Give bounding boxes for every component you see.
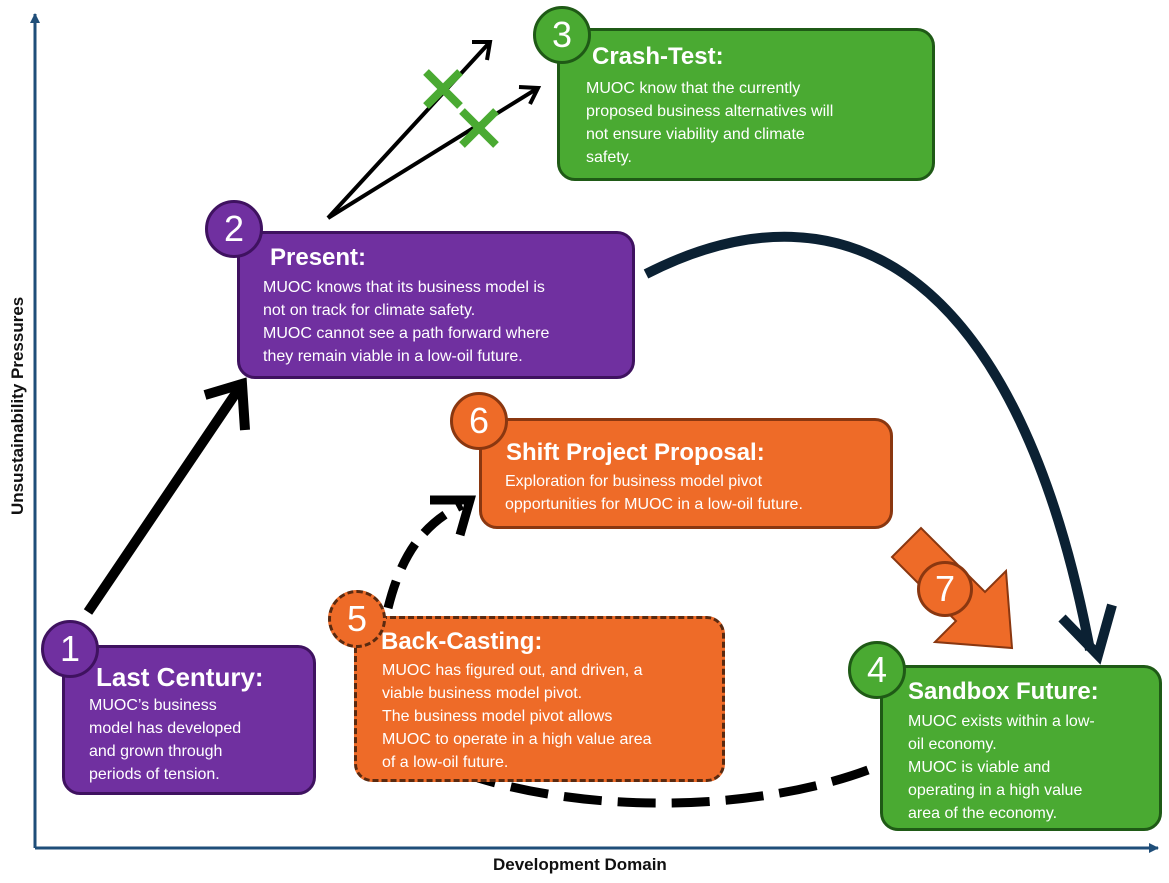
description-line: proposed business alternatives will: [586, 103, 834, 120]
stage-title: Back-Casting:: [381, 628, 543, 655]
description-line: of a low-oil future.: [382, 754, 509, 771]
stage-description: MUOC’s business model has developed and …: [89, 694, 241, 786]
description-line: MUOC knows that its business model is: [263, 279, 545, 296]
arrow-present-to-sandbox-future: [643, 231, 1117, 665]
description-line: not ensure viability and climate: [586, 126, 805, 143]
arrow-sandbox-future-to-back-casting: [476, 765, 870, 808]
description-line: not on track for climate safety.: [263, 302, 476, 319]
cross-icon: [423, 69, 463, 109]
description-line: MUOC is viable and: [908, 759, 1051, 776]
stage-description: MUOC exists within a low- oil economy. M…: [908, 710, 1095, 825]
arrow-last-century-to-present: [83, 377, 250, 615]
stage-number-badge: 5: [328, 590, 386, 648]
stage-title: Shift Project Proposal:: [506, 439, 765, 466]
description-line: The business model pivot allows: [382, 708, 613, 725]
arrows-present-to-crash-test: [326, 40, 542, 220]
description-line: MUOC has figured out, and driven, a: [382, 662, 643, 679]
stage-description: MUOC know that the currently proposed bu…: [586, 77, 833, 169]
stage-last-century-box: Last Century: MUOC’s business model has …: [62, 645, 316, 795]
description-line: MUOC’s business: [89, 697, 217, 714]
description-line: model has developed: [89, 720, 242, 737]
description-line: MUOC know that the currently: [586, 80, 801, 97]
stage-description: MUOC knows that its business model is no…: [263, 276, 549, 368]
description-line: viable business model pivot.: [382, 685, 583, 702]
description-line: safety.: [586, 149, 632, 166]
stage-title: Crash-Test:: [592, 43, 724, 70]
description-line: periods of tension.: [89, 766, 220, 783]
cross-icon: [459, 108, 499, 148]
stage-number-badge: 7: [917, 561, 973, 617]
description-line: MUOC exists within a low-: [908, 713, 1095, 730]
stage-number-badge: 1: [41, 620, 99, 678]
stage-back-casting-box: Back-Casting: MUOC has figured out, and …: [354, 616, 725, 782]
stage-number-badge: 4: [848, 641, 906, 699]
stage-number-badge: 2: [205, 200, 263, 258]
description-line: MUOC cannot see a path forward where: [263, 325, 550, 342]
description-line: opportunities for MUOC in a low-oil futu…: [505, 496, 803, 513]
description-line: area of the economy.: [908, 805, 1058, 822]
arrow-back-casting-to-shift-project: [383, 495, 476, 610]
stage-crash-test-box: Crash-Test: MUOC know that the currently…: [557, 28, 935, 181]
description-line: they remain viable in a low-oil future.: [263, 348, 523, 365]
y-axis-label: Unsustainability Pressures: [8, 296, 27, 515]
stage-description: Exploration for business model pivot opp…: [505, 470, 803, 516]
x-axis-label: Development Domain: [493, 855, 667, 874]
description-line: MUOC to operate in a high value area: [382, 731, 652, 748]
stage-number-badge: 6: [450, 392, 508, 450]
description-line: Exploration for business model pivot: [505, 473, 763, 490]
stage-title: Last Century:: [96, 662, 264, 692]
stage-number-badge: 3: [533, 6, 591, 64]
description-line: and grown through: [89, 743, 223, 760]
description-line: oil economy.: [908, 736, 997, 753]
stage-title: Sandbox Future:: [908, 678, 1099, 705]
description-line: operating in a high value: [908, 782, 1083, 799]
stage-sandbox-future-box: Sandbox Future: MUOC exists within a low…: [880, 665, 1162, 831]
stage-description: MUOC has figured out, and driven, a viab…: [382, 659, 651, 774]
stage-shift-project-box: Shift Project Proposal: Exploration for …: [479, 418, 893, 529]
stage-title: Present:: [270, 244, 367, 271]
stage-present-box: Present: MUOC knows that its business mo…: [237, 231, 635, 379]
